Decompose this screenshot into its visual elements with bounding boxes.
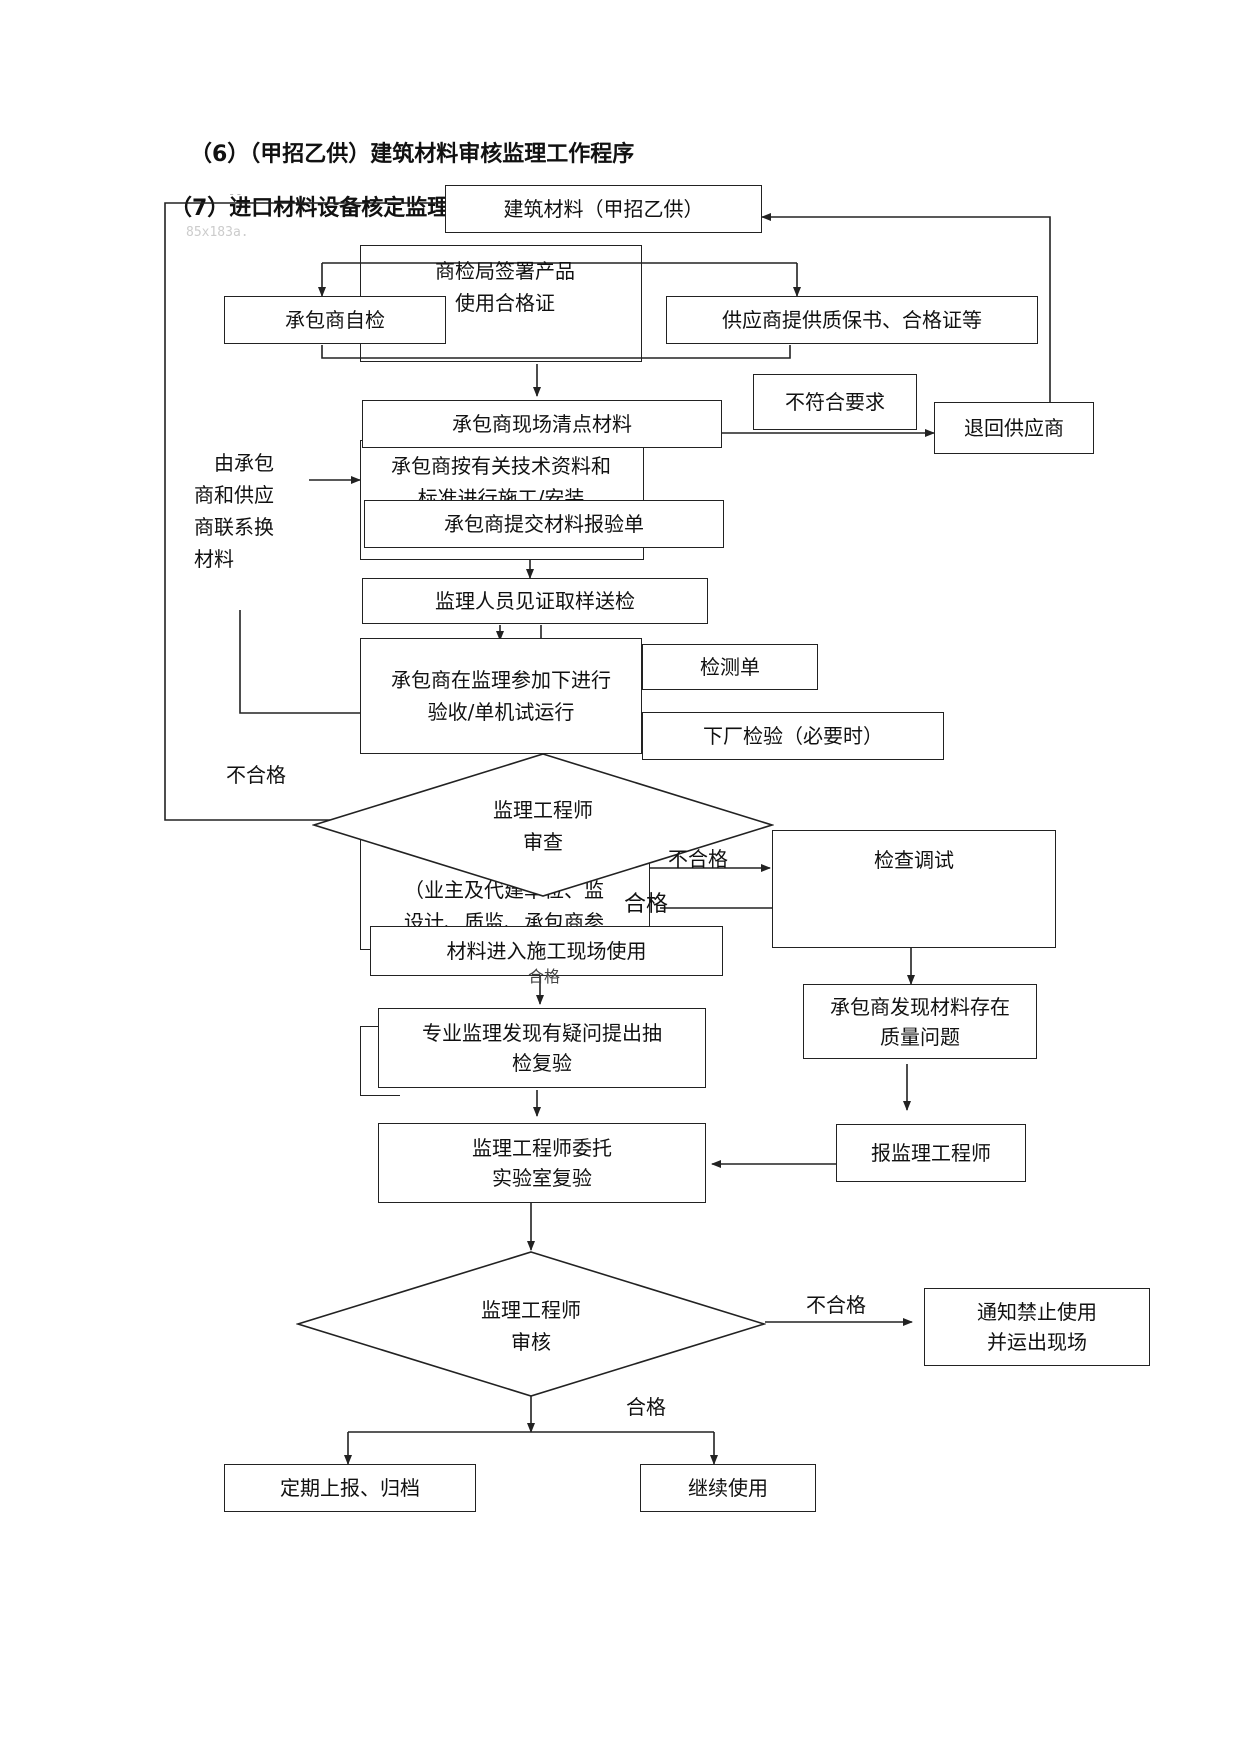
return-loop-line [761,213,1051,402]
notify-box: 通知禁止使用 并运出现场 [924,1288,1150,1366]
enter-site-box: 材料进入施工现场使用 [370,926,723,976]
site-count-box: 承包商现场清点材料 [362,400,722,448]
material-box: 建筑材料（甲招乙供） [445,185,762,233]
review-line2: 审查 [523,830,563,854]
faint-scribble: 85x183a. [186,225,249,240]
recheck-line2: 检复验 [512,1051,572,1075]
inspection-cert-line2: 使用合格证 [455,291,555,315]
audit-diamond [296,1251,766,1397]
fail-loop-line [164,199,456,821]
pass-label-hidden: 合格 [528,967,561,986]
acceptance-line1: 承包商在监理参加下进行 [391,668,611,692]
fail-label-left: 不合格 [226,763,286,787]
test-sheet-box: 检测单 [642,644,818,690]
submit-report-box: 承包商提交材料报验单 [364,500,724,548]
acceptance-box: 承包商在监理参加下进行 验收/单机试运行 [360,638,642,754]
nonconforming-box: 不符合要求 [753,374,917,430]
recheck-line1: 专业监理发现有疑问提出抽 [422,1021,662,1045]
contractor-issue-line1: 承包商发现材料存在 [830,994,1010,1019]
check-debug-box: 检查调试 [772,830,1056,948]
acceptance-line2: 验收/单机试运行 [427,700,575,724]
report-engineer-box: 报监理工程师 [836,1124,1026,1182]
exchange-label-line4: 材料 [194,547,234,571]
install-line1: 承包商按有关技术资料和 [391,454,611,478]
factory-check-box: 下厂检验（必要时） [642,712,944,760]
fail-label-audit: 不合格 [806,1293,866,1317]
lab-recheck-box: 监理工程师委托 实验室复验 [378,1123,706,1203]
lab-line1: 监理工程师委托 [472,1136,612,1160]
contractor-selfcheck-box: 承包商自检 [224,296,446,344]
notify-line1: 通知禁止使用 [977,1300,1097,1324]
audit-line2: 审核 [511,1330,551,1354]
review-diamond [312,753,774,897]
witness-sampling-box: 监理人员见证取样送检 [362,578,708,624]
exchange-label-line1: 由承包 [214,451,274,475]
lab-line2: 实验室复验 [492,1166,592,1190]
audit-line1: 监理工程师 [481,1298,581,1322]
return-supplier-box: 退回供应商 [934,402,1094,454]
contractor-issue-box: 承包商发现材料存在 质量问题 [803,984,1037,1059]
archive-box: 定期上报、归档 [224,1464,476,1512]
contractor-issue-line2: 质量问题 [880,1024,960,1049]
exchange-label-line3: 商联系换 [194,515,274,539]
pass-label-audit: 合格 [626,1395,666,1419]
svg-text:--: -- [228,187,242,201]
supplier-docs-box: 供应商提供质保书、合格证等 [666,296,1038,344]
review-line1: 监理工程师 [493,798,593,822]
exchange-label-line2: 商和供应 [194,483,274,507]
heading-procedure-6: （6）（甲招乙供）建筑材料审核监理工作程序 [190,142,635,167]
continue-use-box: 继续使用 [640,1464,816,1512]
heading-procedure-7: （7）进口材料设备核定监理程序 [170,196,494,221]
notify-line2: 并运出现场 [987,1330,1087,1354]
fail-label-review: 不合格 [668,847,728,871]
inspection-cert-line1: 商检局签署产品 [435,259,575,283]
recheck-box: 专业监理发现有疑问提出抽 检复验 [378,1008,706,1088]
pass-label-review: 合格 [624,892,669,917]
